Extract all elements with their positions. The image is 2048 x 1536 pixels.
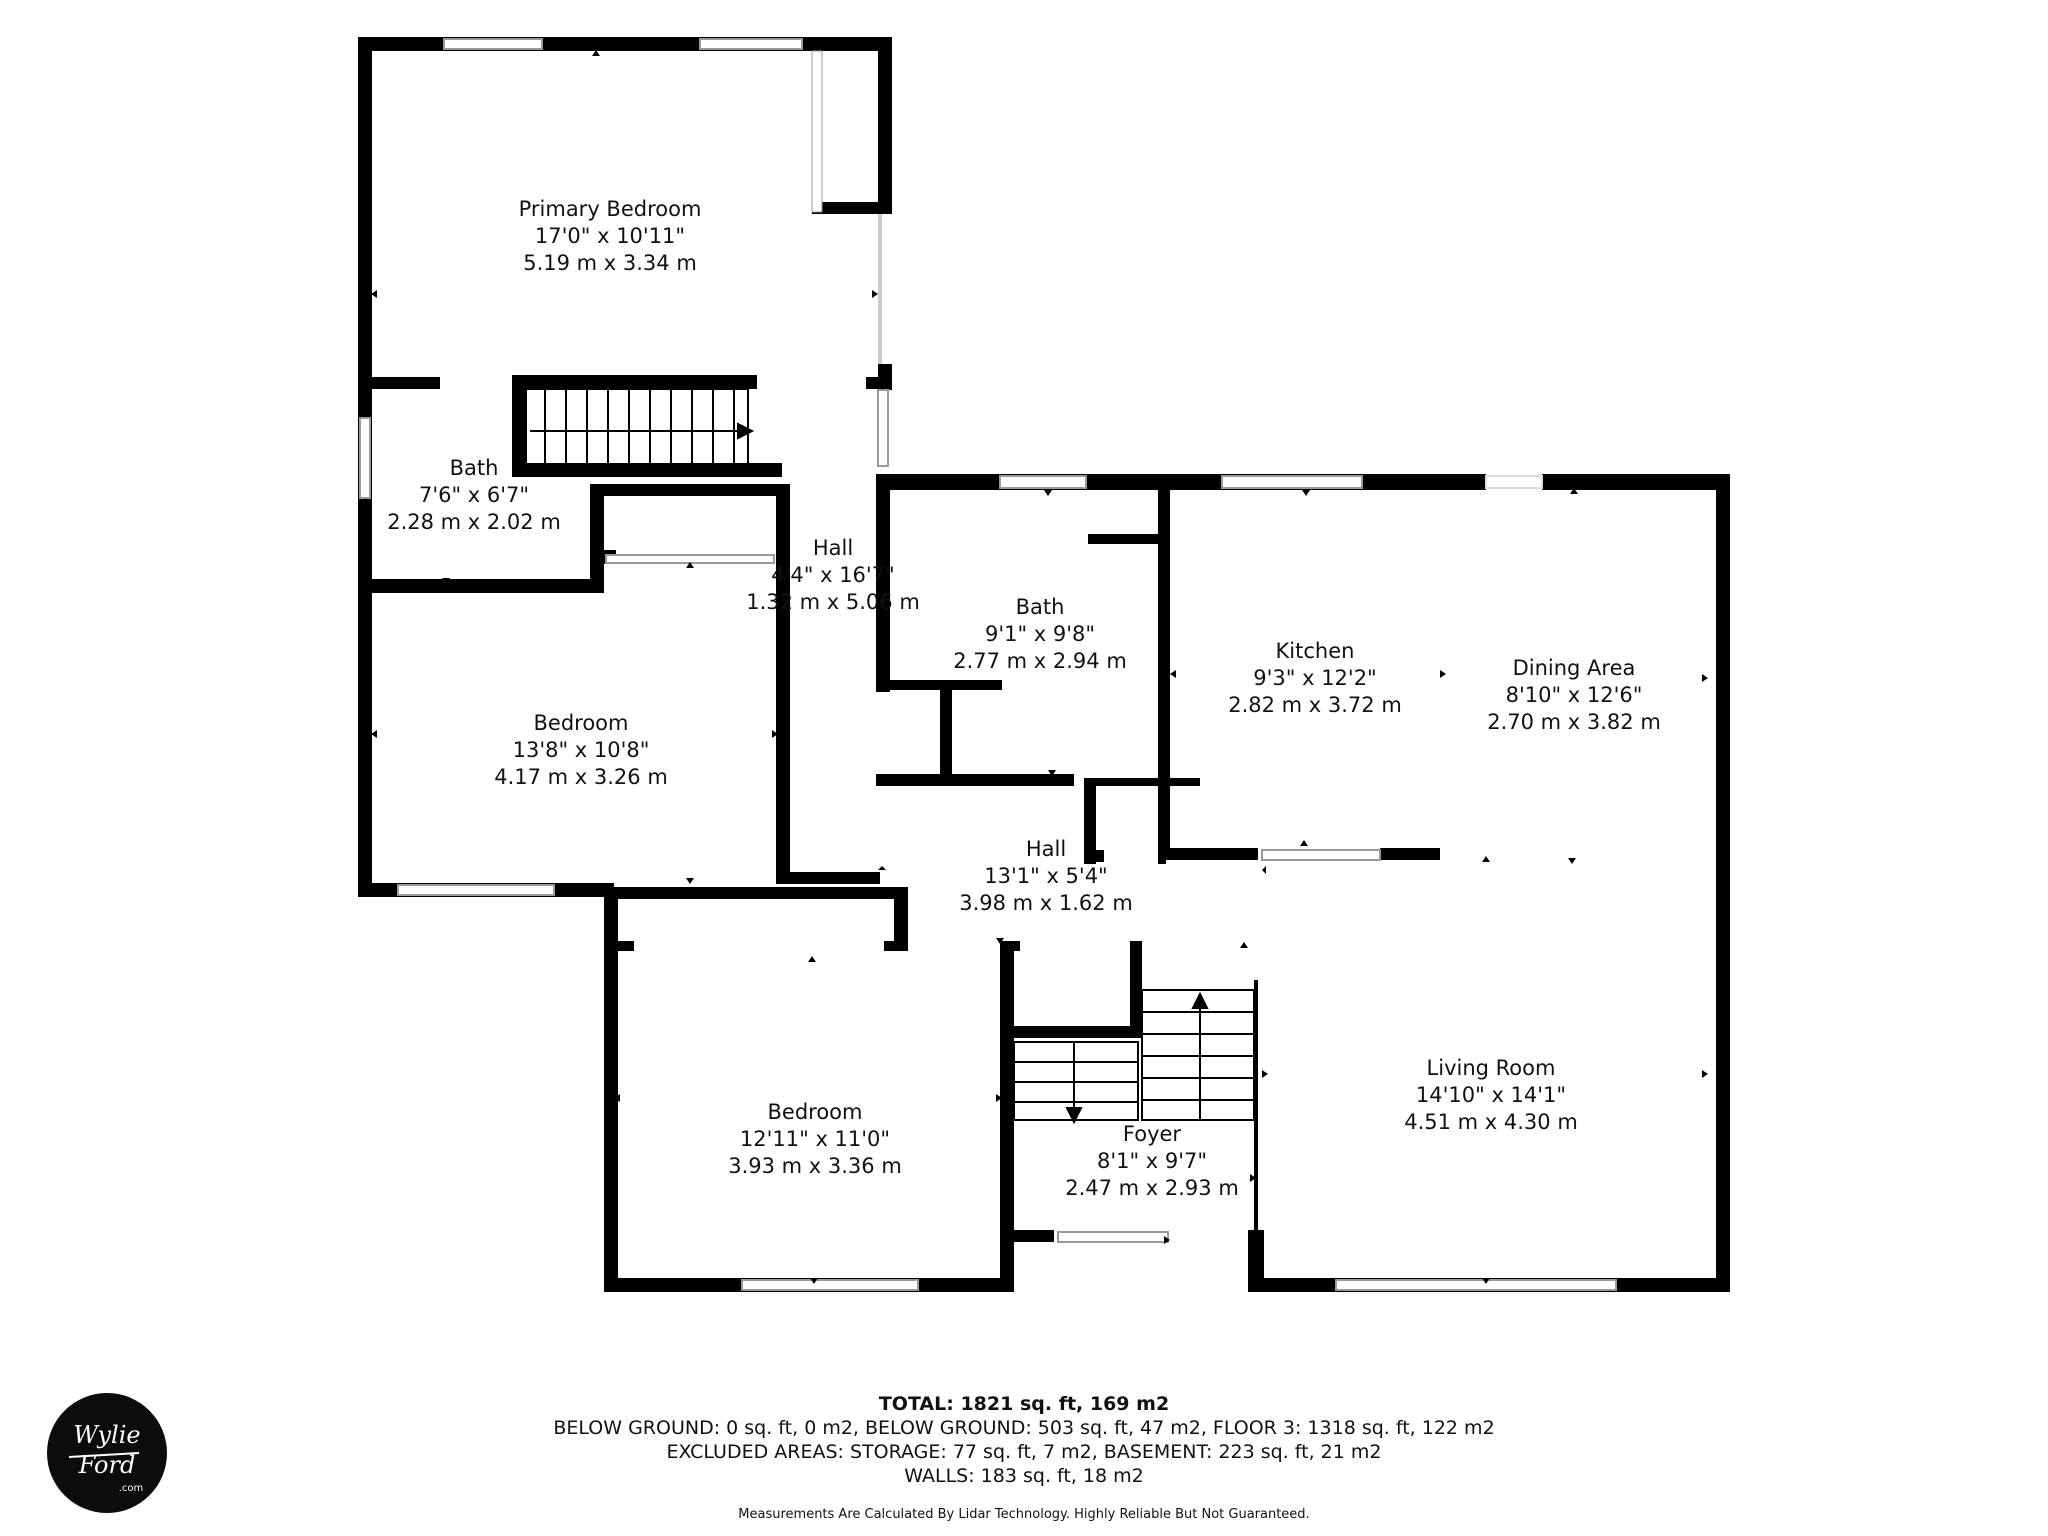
room-bedroom-lower: Bedroom 12'11" x 11'0" 3.93 m x 3.36 m — [728, 1099, 902, 1180]
logo-lettering: Wylie Ford .com — [68, 1421, 144, 1494]
total-area: TOTAL: 1821 sq. ft, 169 m2 — [878, 1393, 1170, 1415]
room-metric: 4.17 m x 3.26 m — [494, 765, 668, 789]
room-bath-center: Bath 9'1" x 9'8" 2.77 m x 2.94 m — [953, 594, 1127, 675]
room-living-room: Living Room 14'10" x 14'1" 4.51 m x 4.30… — [1404, 1055, 1578, 1136]
area-breakdown-walls: WALLS: 183 sq. ft, 18 m2 — [904, 1465, 1144, 1487]
room-primary-bedroom: Primary Bedroom 17'0" x 10'11" 5.19 m x … — [519, 196, 702, 277]
room-name: Dining Area — [1512, 656, 1636, 680]
area-breakdown-excluded: EXCLUDED AREAS: STORAGE: 77 sq. ft, 7 m2… — [666, 1441, 1382, 1463]
room-metric: 3.93 m x 3.36 m — [728, 1154, 902, 1178]
room-name: Bedroom — [767, 1100, 863, 1124]
room-name: Foyer — [1122, 1122, 1182, 1146]
room-imperial: 13'1" x 5'4" — [984, 864, 1108, 888]
stairs-lower — [1013, 980, 1258, 1230]
room-metric: 4.51 m x 4.30 m — [1404, 1110, 1578, 1134]
brand-logo: Wylie Ford .com — [47, 1393, 167, 1513]
room-name: Bath — [449, 456, 499, 480]
room-imperial: 9'3" x 12'2" — [1253, 666, 1377, 690]
room-metric: 3.98 m x 1.62 m — [959, 891, 1133, 915]
room-hall-lower: Hall 13'1" x 5'4" 3.98 m x 1.62 m — [959, 836, 1133, 917]
room-name: Hall — [812, 536, 854, 560]
room-metric: 1.32 m x 5.06 m — [746, 590, 920, 614]
room-metric: 2.70 m x 3.82 m — [1487, 710, 1661, 734]
room-kitchen: Kitchen 9'3" x 12'2" 2.82 m x 3.72 m — [1228, 638, 1402, 719]
room-name: Bedroom — [533, 711, 629, 735]
area-summary: TOTAL: 1821 sq. ft, 169 m2 BELOW GROUND:… — [0, 1392, 2048, 1488]
room-metric: 2.28 m x 2.02 m — [387, 510, 561, 534]
room-metric: 2.82 m x 3.72 m — [1228, 693, 1402, 717]
area-breakdown-floors: BELOW GROUND: 0 sq. ft, 0 m2, BELOW GROU… — [553, 1417, 1495, 1439]
room-bath-upper: Bath 7'6" x 6'7" 2.28 m x 2.02 m — [387, 455, 561, 536]
room-name: Primary Bedroom — [518, 197, 702, 221]
room-bedroom-left: Bedroom 13'8" x 10'8" 4.17 m x 3.26 m — [494, 710, 668, 791]
room-imperial: 7'6" x 6'7" — [418, 483, 530, 507]
room-foyer: Foyer 8'1" x 9'7" 2.47 m x 2.93 m — [1065, 1121, 1239, 1202]
dimension-ticks — [371, 50, 1708, 1284]
measurement-disclaimer: Measurements Are Calculated By Lidar Tec… — [738, 1507, 1310, 1522]
room-imperial: 8'1" x 9'7" — [1096, 1149, 1208, 1173]
room-imperial: 9'1" x 9'8" — [984, 622, 1096, 646]
room-name: Kitchen — [1275, 639, 1355, 663]
svg-text:Wylie: Wylie — [73, 1421, 140, 1449]
room-imperial: 13'8" x 10'8" — [512, 738, 650, 762]
room-metric: 2.77 m x 2.94 m — [953, 649, 1127, 673]
room-name: Bath — [1015, 595, 1065, 619]
room-imperial: 14'10" x 14'1" — [1415, 1083, 1567, 1107]
room-metric: 2.47 m x 2.93 m — [1065, 1176, 1239, 1200]
room-imperial: 8'10" x 12'6" — [1505, 683, 1643, 707]
room-hall-upper: Hall 4'4" x 16'7" 1.32 m x 5.06 m — [746, 535, 920, 616]
room-name: Living Room — [1426, 1056, 1556, 1080]
room-imperial: 4'4" x 16'7" — [771, 563, 895, 587]
windows — [359, 38, 1617, 1291]
stairs-upper — [525, 388, 755, 474]
svg-text:.com: .com — [119, 1483, 144, 1494]
room-name: Hall — [1025, 837, 1067, 861]
room-metric: 5.19 m x 3.34 m — [523, 251, 697, 275]
room-imperial: 17'0" x 10'11" — [534, 224, 686, 248]
room-imperial: 12'11" x 11'0" — [739, 1127, 891, 1151]
room-dining-area: Dining Area 8'10" x 12'6" 2.70 m x 3.82 … — [1487, 655, 1661, 736]
